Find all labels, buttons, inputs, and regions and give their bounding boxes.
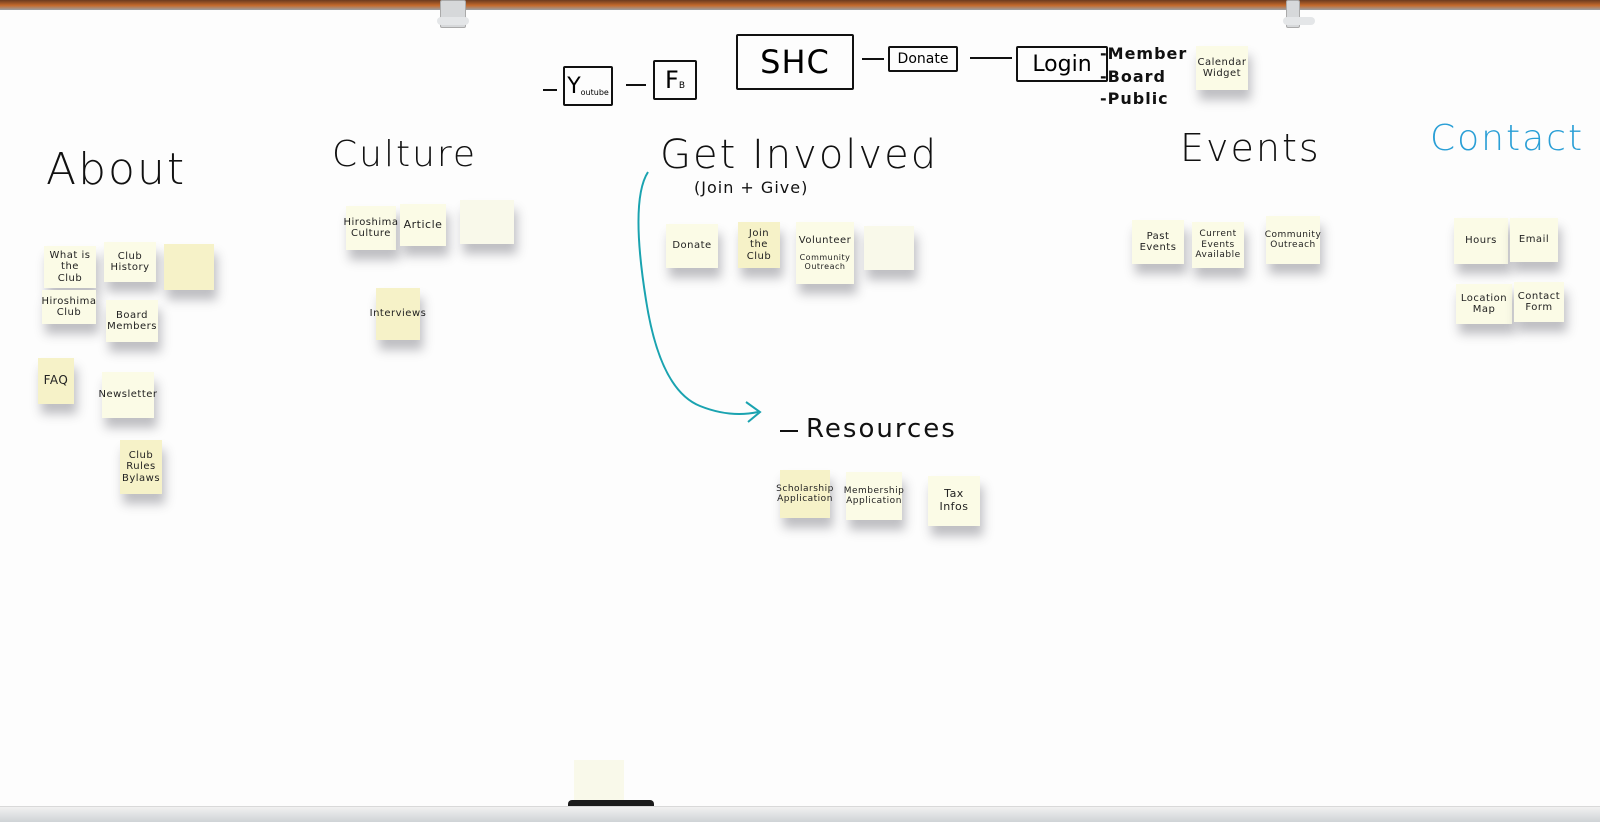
whiteboard-tray: [0, 806, 1600, 822]
note-club-rules-bylaws: Club Rules Bylaws: [120, 440, 162, 494]
note-current-events-available: Current Events Available: [1192, 222, 1244, 268]
facebook-label: F: [665, 66, 679, 94]
facebook-sub-label: B: [678, 81, 685, 91]
board-clip-left: [437, 0, 469, 28]
note-past-events: Past Events: [1132, 220, 1184, 264]
get-involved-subtitle: (Join + Give): [694, 178, 809, 197]
heading-about: About: [46, 144, 187, 195]
note-hiroshima-club: Hiroshima Club: [42, 290, 96, 324]
donate-label: Donate: [897, 51, 949, 67]
volunteer-label: Volunteer: [798, 235, 852, 247]
heading-culture: Culture: [332, 134, 478, 175]
note-community-outreach: Community Outreach: [1265, 216, 1321, 264]
note-article: Article: [400, 204, 446, 246]
login-option-board: -Board: [1100, 67, 1166, 86]
youtube-sub-label: outube: [580, 87, 609, 97]
login-option-public: -Public: [1100, 89, 1169, 108]
facebook-box: F B: [653, 60, 697, 100]
note-faq: FAQ: [38, 358, 74, 404]
note-join-the-club: Join the Club: [738, 222, 780, 268]
calendar-widget-note: Calendar Widget: [1196, 46, 1248, 90]
nav-dash: [543, 89, 557, 91]
note-membership-application: Membership Application: [844, 472, 904, 520]
community-outreach-label: Community Outreach: [799, 252, 851, 271]
resources-dash: [780, 430, 798, 432]
note-culture-blank: [460, 200, 514, 244]
note-newsletter: Newsletter: [98, 372, 157, 418]
nav-dash: [862, 58, 884, 60]
note-what-is-the-club: What is the Club: [44, 246, 96, 288]
heading-get-involved: Get Involved: [660, 132, 939, 178]
note-hours: Hours: [1454, 218, 1508, 264]
note-club-history: Club History: [104, 242, 156, 282]
note-volunteer-community-outreach: Volunteer Community Outreach: [796, 222, 854, 284]
note-interviews: Interviews: [370, 288, 426, 340]
site-logo-label: SHC: [760, 43, 830, 81]
site-logo-box: SHC: [736, 34, 854, 90]
nav-dash: [626, 84, 646, 86]
heading-contact: Contact: [1430, 118, 1585, 159]
board-clip-right: [1283, 0, 1315, 28]
note-donate: Donate: [666, 224, 718, 268]
note-get-involved-blank: [864, 226, 914, 270]
youtube-label: Y: [567, 73, 581, 99]
note-about-blank: [164, 244, 214, 290]
note-email: Email: [1510, 218, 1558, 262]
login-label: Login: [1032, 51, 1092, 77]
note-board-members: Board Members: [106, 300, 158, 342]
nav-dash: [970, 57, 1012, 59]
youtube-box: Y outube: [563, 66, 613, 106]
note-hiroshima-culture: Hiroshima Culture: [344, 206, 398, 250]
heading-resources: Resources: [806, 414, 957, 444]
heading-events: Events: [1180, 126, 1321, 170]
whiteboard-top-rail: [0, 0, 1600, 10]
tray-note: [574, 760, 624, 800]
login-box: Login: [1016, 46, 1108, 82]
note-tax-infos: Tax Infos: [928, 476, 980, 526]
login-option-member: -Member: [1100, 44, 1188, 63]
note-scholarship-application: Scholarship Application: [776, 470, 833, 518]
note-contact-form: Contact Form: [1514, 282, 1564, 322]
note-location-map: Location Map: [1456, 284, 1512, 324]
donate-box: Donate: [888, 46, 958, 72]
